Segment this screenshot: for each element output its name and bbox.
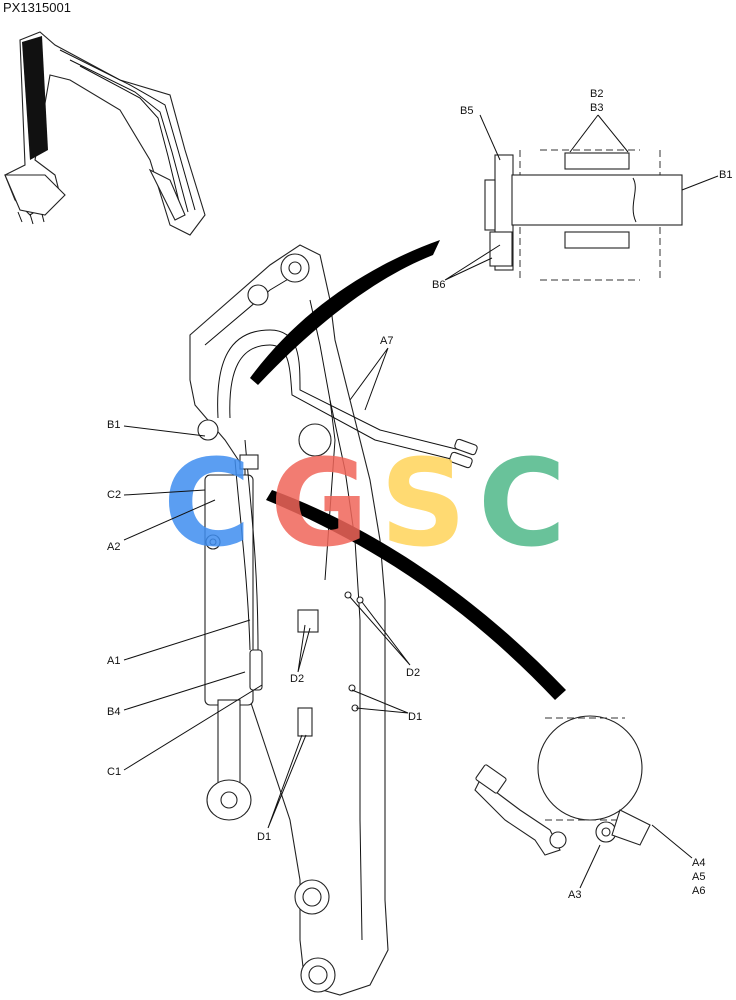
callout-labels: B1 B2 B3 B5 B6 A7 B1 C2 A2 A1 B4 C1 D2 D… <box>107 88 732 901</box>
label-b1-detail: B1 <box>719 169 732 181</box>
hose-clamps <box>297 591 364 737</box>
label-a7: A7 <box>380 335 393 347</box>
label-c1: C1 <box>107 766 121 778</box>
label-a6: A6 <box>692 885 705 897</box>
label-a5: A5 <box>692 871 705 883</box>
watermark-letter-s: S <box>380 435 466 574</box>
watermark-letter-g: G <box>270 435 369 574</box>
detail-a-clamp-assembly <box>474 715 651 856</box>
boom-assembly <box>189 244 389 996</box>
detail-b-pin-assembly <box>484 149 683 281</box>
label-b6: B6 <box>432 279 445 291</box>
label-b1: B1 <box>107 419 120 431</box>
label-d2-right: D2 <box>406 667 420 679</box>
label-a3: A3 <box>568 889 581 901</box>
watermark-letter-c-2: C <box>478 435 566 574</box>
arm-cylinder <box>204 474 254 821</box>
label-a1: A1 <box>107 655 120 667</box>
detail-pointer-top <box>250 240 440 385</box>
leader-lines <box>123 114 719 889</box>
watermark-logo: C G S C <box>163 435 566 574</box>
drawing-reference: PX1315001 <box>3 0 71 15</box>
label-b2: B2 <box>590 88 603 100</box>
label-b4: B4 <box>107 706 120 718</box>
label-d1-right: D1 <box>408 711 422 723</box>
watermark-letter-c: C <box>163 435 251 574</box>
label-b3: B3 <box>590 102 603 114</box>
detail-pointer-bottom <box>266 490 566 700</box>
label-a2: A2 <box>107 541 120 553</box>
label-d2-left: D2 <box>290 673 304 685</box>
label-c2: C2 <box>107 489 121 501</box>
excavator-overview-illustration <box>4 31 206 236</box>
hydraulic-hose-lines <box>197 329 478 691</box>
label-d1-left: D1 <box>257 831 271 843</box>
label-a4: A4 <box>692 857 705 869</box>
label-b5: B5 <box>460 105 473 117</box>
